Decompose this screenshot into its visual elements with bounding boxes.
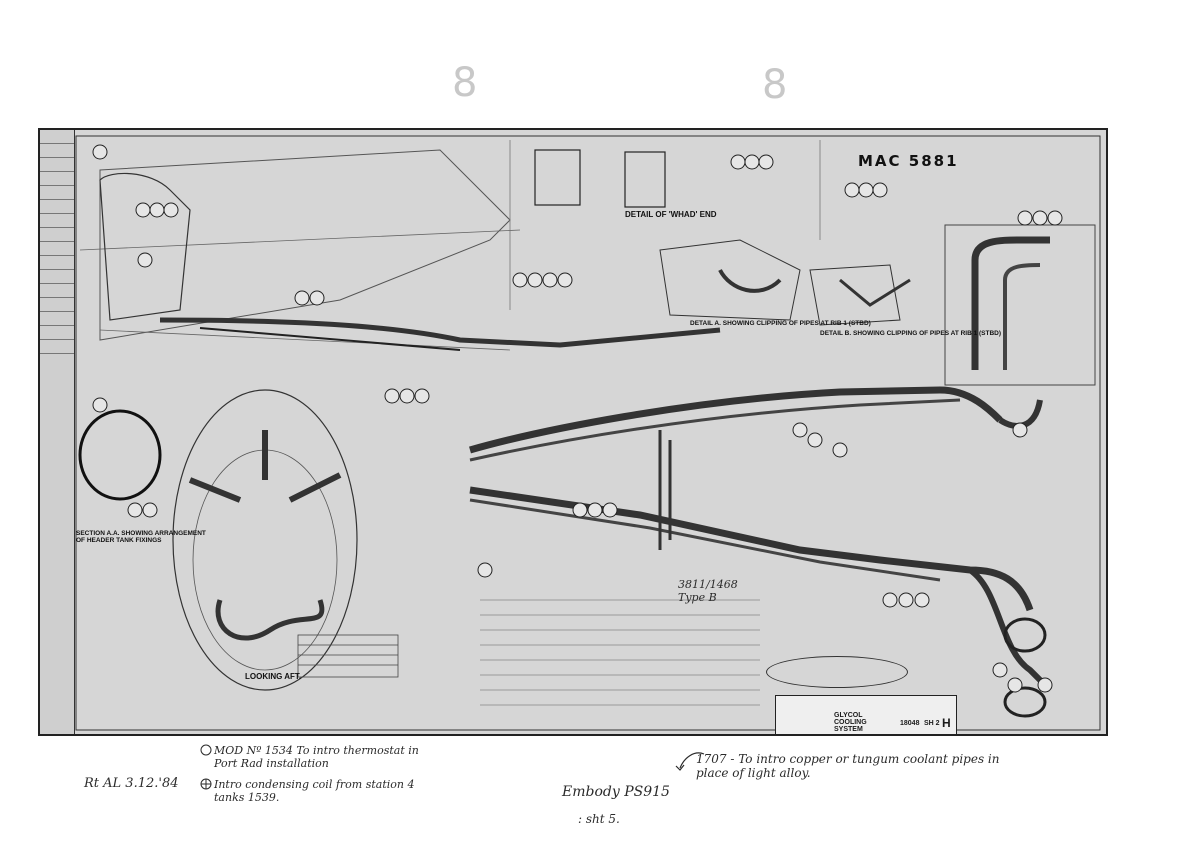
title-block-sheet: SH 2	[924, 720, 940, 727]
title-block-number: 18048	[900, 720, 920, 727]
engineering-drawing-sheet: MAC 5881 DETAIL OF 'WHAD' END DETAIL A. …	[38, 128, 1108, 736]
intro-marker-icon	[200, 778, 212, 790]
sheet-note: : sht 5.	[578, 812, 620, 826]
date-note: Rt AL 3.12.'84	[84, 776, 179, 791]
annotation-arrow	[675, 752, 705, 771]
drawing-code: MAC 5881	[858, 152, 959, 170]
title-block-issue: H	[942, 716, 951, 730]
looking-aft-label: LOOKING AFT.	[245, 672, 302, 681]
section-aa-label: SECTION A.A. SHOWING ARRANGEMENT OF HEAD…	[76, 530, 206, 544]
title-block-title: GLYCOL COOLING SYSTEM	[834, 712, 867, 733]
pencil-type-annotation: 3811/1468 Type B	[678, 578, 738, 604]
emphasis-oval	[766, 656, 908, 688]
intro-note: Intro condensing coil from station 4 tan…	[214, 778, 415, 804]
mod-note: MOD Nº 1534 To intro thermostat in Port …	[214, 744, 419, 770]
detail-whad-end-label: DETAIL OF 'WHAD' END	[625, 210, 717, 219]
coolant-note: 1707 - To intro copper or tungum coolant…	[696, 752, 1000, 780]
embody-note: Embody PS915	[562, 784, 670, 800]
title-block: GLYCOL COOLING SYSTEM 18048 SH 2 H	[775, 695, 957, 735]
mod-marker-icon	[200, 744, 212, 756]
faint-page-number-2: 8	[762, 62, 788, 108]
detail-b-label: DETAIL B. SHOWING CLIPPING OF PIPES AT R…	[820, 330, 1002, 337]
revision-strip	[40, 130, 75, 734]
pipework-drawing	[75, 135, 1101, 731]
faint-page-number-1: 8	[452, 60, 478, 106]
detail-a-label: DETAIL A. SHOWING CLIPPING OF PIPES AT R…	[690, 320, 871, 327]
